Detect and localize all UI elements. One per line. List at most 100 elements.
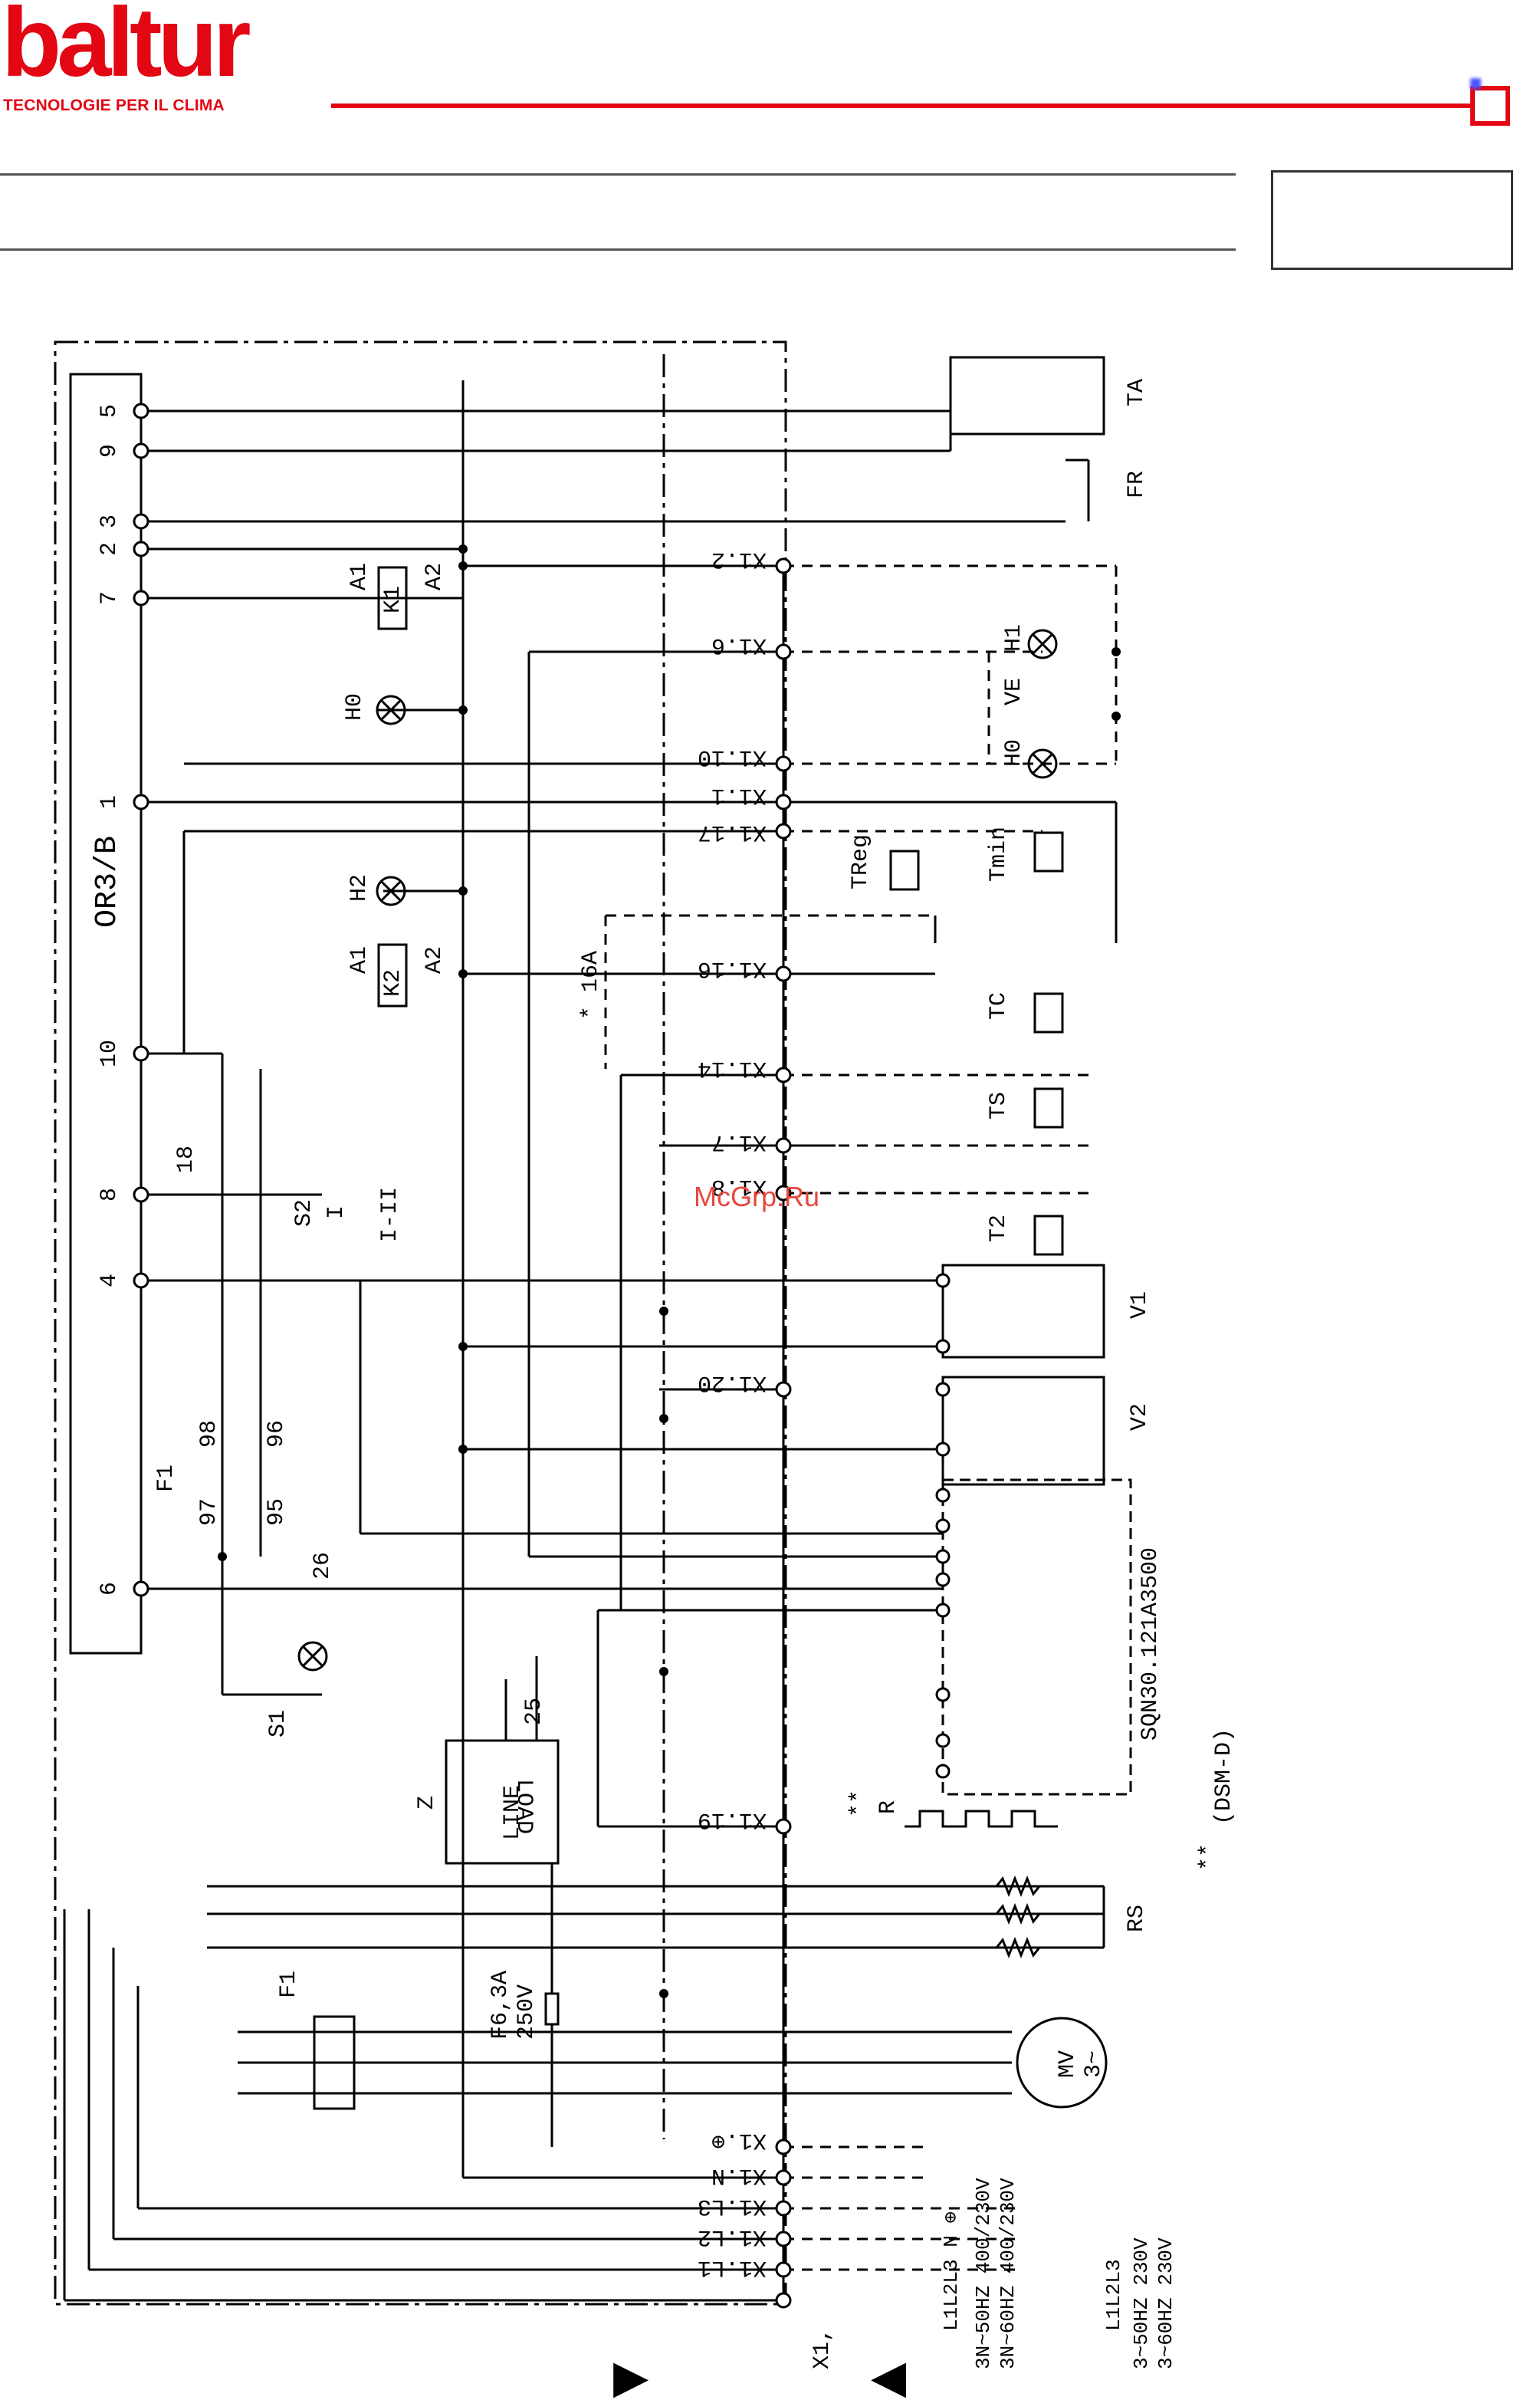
schematic-rect	[1033, 1087, 1064, 1129]
label-H1: H1	[1001, 624, 1027, 652]
label-K2: K2	[380, 969, 406, 997]
schematic-circle	[458, 561, 468, 570]
schematic-circle	[935, 1518, 951, 1534]
schematic-circle	[775, 2200, 792, 2217]
supply-line-3: 3N~60HZ 400/230V	[997, 2178, 1020, 2369]
label-F1: F1	[153, 1465, 179, 1492]
schematic-circle	[775, 2139, 792, 2155]
schematic-g	[133, 403, 951, 2309]
schematic-circle	[775, 1137, 792, 1154]
schematic-circle	[133, 513, 149, 530]
label-stars-note: **	[1196, 1843, 1222, 1871]
x1-l3: X1.L3	[698, 2193, 767, 2219]
label-fuse-v: 250V	[514, 1984, 540, 2040]
supply-line-1: L1L2L3 N ⊕	[940, 2211, 963, 2331]
schematic-rect	[1033, 831, 1064, 873]
label-TS: TS	[986, 1092, 1012, 1119]
wire-18: 18	[173, 1146, 199, 1173]
schematic-g	[218, 544, 1121, 1998]
schematic-circle	[775, 823, 792, 840]
schematic-rect	[1033, 1215, 1064, 1256]
schematic-circle	[458, 705, 468, 715]
schematic-g	[54, 340, 1132, 2306]
label-A2-k2: A2	[422, 946, 448, 974]
schematic-path	[1031, 633, 1054, 656]
x1-earth: X1.⊕	[711, 2127, 767, 2153]
wire-96: 96	[264, 1420, 290, 1448]
schematic-circle	[775, 965, 792, 982]
schematic-circle	[1027, 748, 1058, 779]
label-K1: K1	[380, 586, 406, 613]
schematic-circle	[297, 1641, 328, 1672]
label-S2: S2	[291, 1199, 317, 1227]
schematic-circle	[458, 1445, 468, 1454]
schematic-rect	[1033, 992, 1064, 1034]
label-16A: * 16A	[578, 951, 604, 1020]
terminal-8: 8	[97, 1188, 123, 1202]
x1-17: X1.17	[698, 819, 767, 845]
schematic-path	[905, 1810, 1058, 1828]
x1-l2: X1.L2	[698, 2224, 767, 2250]
header-red-rule	[331, 104, 1472, 108]
prev-page-arrow[interactable]: ◀	[871, 2350, 906, 2400]
F1-relay-box	[313, 2015, 356, 2110]
baltur-logo: baltur TECNOLOGIE PER IL CLIMA	[0, 0, 291, 123]
terminal-9: 9	[97, 444, 123, 458]
label-A1: A1	[346, 563, 373, 590]
supply-line-2: 3N~50HZ 400/230V	[972, 2178, 995, 2369]
schematic-path	[1031, 752, 1054, 775]
header-red-box	[1470, 78, 1510, 126]
terminal-1: 1	[97, 795, 123, 809]
label-Tmin: Tmin	[986, 827, 1012, 882]
wire-95: 95	[264, 1498, 290, 1526]
label-MV-phase: 3~	[1081, 2050, 1107, 2078]
schematic-circle	[133, 1186, 149, 1203]
next-page-arrow[interactable]: ▶	[613, 2350, 649, 2400]
K1-coil	[377, 566, 408, 630]
blue-glow-icon	[1470, 78, 1481, 89]
schematic-circle	[458, 969, 468, 978]
x1-2: X1.2	[711, 546, 767, 572]
schematic-path	[995, 1875, 1041, 1898]
schematic-circle	[659, 1414, 668, 1423]
x1-20: X1.20	[698, 1369, 767, 1396]
label-RS: RS	[1124, 1905, 1150, 1932]
label-servo: SQN30.121A3500	[1138, 1547, 1164, 1741]
label-V1: V1	[1127, 1291, 1153, 1319]
schematic-circle	[133, 541, 149, 557]
schematic-circle	[376, 695, 406, 725]
schematic-circle	[458, 886, 468, 896]
panel-frame	[54, 340, 787, 2306]
schematic-circle	[1111, 712, 1121, 721]
schematic-circle	[133, 1045, 149, 1062]
schematic-circle	[935, 1733, 951, 1748]
label-S1: S1	[265, 1710, 291, 1738]
schematic-g: X1.2 X1.6 X1.10 X1.1 X1.17 X1.16 X1.14 X…	[698, 546, 836, 2369]
schematic-circle	[775, 755, 792, 772]
control-unit-label: OR3/B	[90, 836, 125, 928]
label-H2: H2	[346, 874, 373, 902]
brand-tagline: TECNOLOGIE PER IL CLIMA	[3, 97, 225, 114]
schematic-g: TA FR H1 VE H0 H0 Tmin TReg TC TS T2 V1 …	[153, 379, 1237, 2078]
schematic-circle	[935, 1382, 951, 1397]
x1-strip-label: X1,	[809, 2328, 836, 2369]
schematic-g	[604, 564, 1118, 2271]
motor-circle	[1016, 2017, 1108, 2109]
schematic-path	[379, 879, 402, 902]
label-H0: H0	[342, 693, 368, 721]
schematic-path	[301, 1645, 324, 1668]
schematic-circle	[133, 590, 149, 607]
K2-coil	[377, 943, 408, 1008]
label-TC: TC	[986, 992, 1012, 1020]
label-Z: Z	[414, 1796, 440, 1810]
label-TA: TA	[1124, 379, 1150, 406]
schematic-circle	[935, 1488, 951, 1503]
label-MV: MV	[1055, 2050, 1081, 2078]
schematic-circle	[218, 1552, 227, 1561]
terminal-4: 4	[97, 1274, 123, 1287]
schematic-circle	[133, 403, 149, 419]
schematic-circle	[775, 1185, 792, 1202]
V1-box	[941, 1264, 1105, 1359]
schematic-circle	[133, 442, 149, 459]
schematic-circle	[935, 1442, 951, 1457]
